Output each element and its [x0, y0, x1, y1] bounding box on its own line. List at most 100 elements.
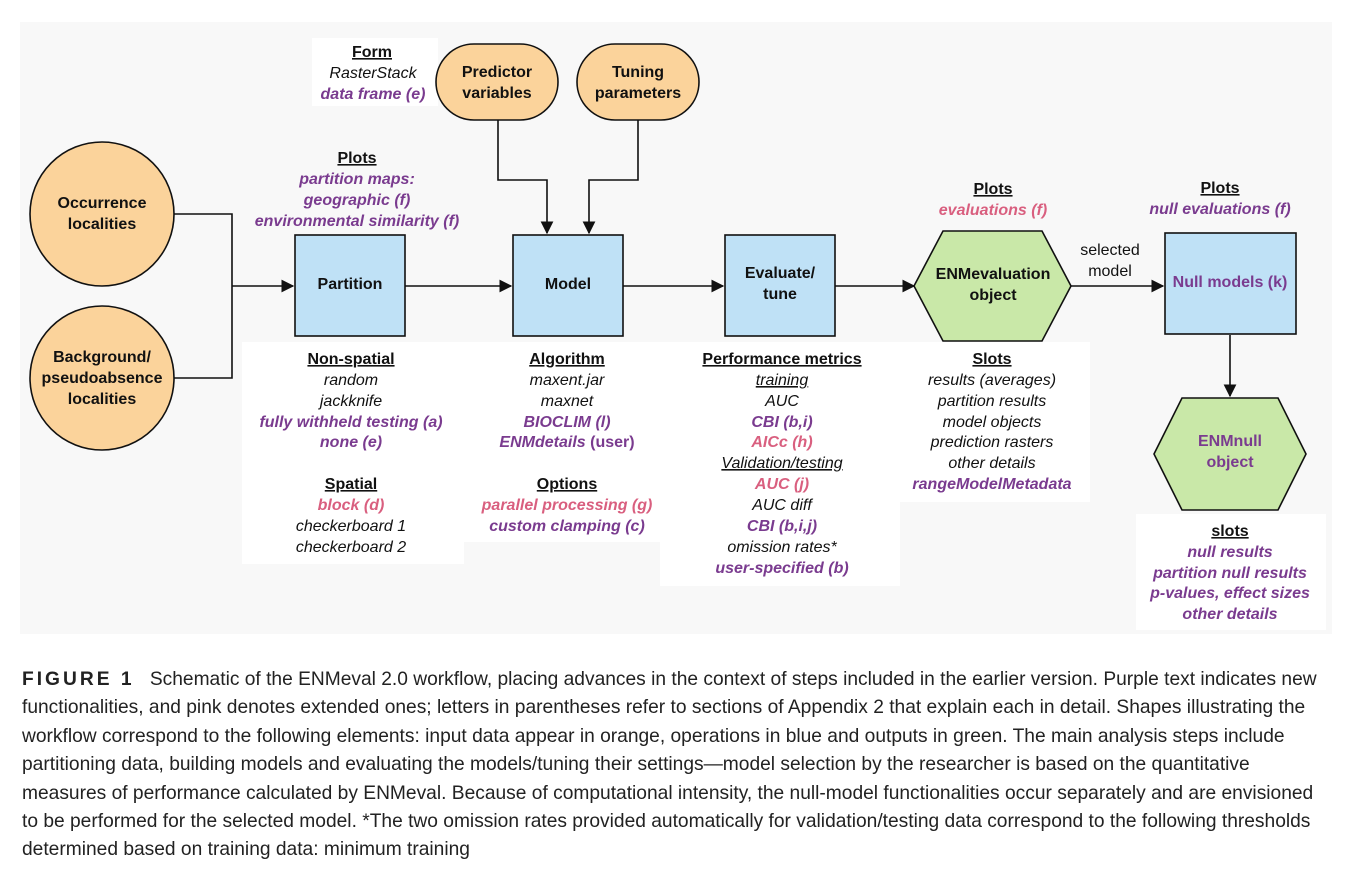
enmevaluation-label-line-2: object: [969, 287, 1017, 304]
validation-line-3: CBI (b,i,j): [747, 518, 817, 535]
slots-line-2: partition results: [937, 393, 1047, 410]
edge-tuning-model: [582, 120, 639, 235]
nonspatial-line-2: jackknife: [318, 393, 382, 410]
metrics-notes-bg: [660, 342, 900, 586]
partition-label: Partition: [318, 276, 383, 293]
null-plots-title: Plots: [1200, 180, 1239, 197]
validation-line-5: user-specified (b): [715, 560, 848, 577]
tuning-parameters-node: Tuning parameters: [576, 43, 700, 121]
slots-line-4: prediction rasters: [930, 434, 1054, 451]
evaluation-plots-line: evaluations (f): [939, 202, 1047, 219]
occurrence-label-line-1: Occurrence: [58, 195, 147, 212]
partition-notes-bg: [242, 342, 464, 564]
spatial-line-3: checkerboard 2: [296, 539, 406, 556]
validation-title: Validation/testing: [721, 455, 842, 472]
spatial-line-1: block (d): [318, 497, 385, 514]
enmevaluation-label-line-1: ENMevaluation: [936, 266, 1051, 283]
nonspatial-line-4: none (e): [320, 434, 382, 451]
enmnull-label-line-2: object: [1206, 454, 1254, 471]
partition-plots-title: Plots: [337, 150, 376, 167]
null-slots-line-4: other details: [1182, 606, 1277, 623]
predictor-label-line-2: variables: [462, 85, 531, 102]
selected-model-label-line-1: selected: [1080, 242, 1140, 259]
enmnull-label-line-1: ENMnull: [1198, 433, 1262, 450]
nonspatial-title: Non-spatial: [307, 351, 394, 368]
background-localities-node: Background/ pseudoabsence localities: [29, 305, 175, 451]
model-notes-bg: [464, 342, 664, 542]
performance-metrics-annotation: Performance metrics training AUC CBI (b,…: [702, 351, 861, 577]
partition-plots-line-1: partition maps:: [298, 171, 415, 188]
enmdetails-text: ENMdetails: [499, 434, 585, 451]
algorithm-title: Algorithm: [529, 351, 605, 368]
training-line-3: AICc (h): [750, 434, 812, 451]
tuning-label-line-2: parameters: [595, 85, 681, 102]
enmevaluation-object-node: ENMevaluation object: [913, 230, 1072, 342]
caption-text: Schematic of the ENMeval 2.0 workflow, p…: [22, 669, 1317, 861]
model-label: Model: [545, 276, 591, 293]
edge-occurrence: [174, 213, 233, 286]
form-annotation: Form RasterStack data frame (e): [321, 44, 426, 103]
options-line-2: custom clamping (c): [489, 518, 645, 535]
enmnull-object-node: ENMnull object: [1153, 397, 1307, 511]
options-annotation: Options parallel processing (g) custom c…: [481, 476, 653, 535]
background-label-line-2: pseudoabsence: [42, 370, 163, 387]
figure-label: FIGURE 1: [22, 669, 135, 690]
workflow-diagram: Occurrence localities Background/ pseudo…: [29, 38, 1326, 630]
slots-title: Slots: [972, 351, 1011, 368]
options-title: Options: [537, 476, 598, 493]
tuning-label-line-1: Tuning: [612, 64, 664, 81]
model-node: Model: [512, 234, 624, 337]
null-slots-line-2: partition null results: [1152, 565, 1307, 582]
null-slots-title: slots: [1211, 523, 1248, 540]
evaluate-tune-node: Evaluate/ tune: [724, 234, 836, 337]
null-plots-annotation: Plots null evaluations (f): [1149, 180, 1290, 218]
form-box-bg: [312, 38, 438, 106]
nonspatial-line-3: fully withheld testing (a): [259, 414, 442, 431]
validation-line-4: omission rates*: [727, 539, 837, 556]
spatial-title: Spatial: [325, 476, 377, 493]
algorithm-line-2: maxnet: [541, 393, 594, 410]
evaluate-label-line-1: Evaluate/: [745, 265, 816, 282]
form-line-2: data frame (e): [321, 86, 426, 103]
partition-plots-line-2: geographic (f): [303, 192, 411, 209]
occurrence-localities-node: Occurrence localities: [29, 141, 175, 287]
figure-caption: FIGURE 1 Schematic of the ENMeval 2.0 wo…: [22, 666, 1334, 865]
null-slots-bg: [1136, 514, 1326, 630]
background-label-line-1: Background/: [53, 349, 151, 366]
nonspatial-line-1: random: [324, 372, 378, 389]
nonspatial-annotation: Non-spatial random jackknife fully withh…: [259, 351, 442, 451]
null-slots-line-1: null results: [1187, 544, 1272, 561]
null-models-node: Null models (k): [1164, 232, 1297, 335]
algorithm-line-3: BIOCLIM (l): [523, 414, 610, 431]
form-line-1: RasterStack: [329, 65, 417, 82]
performance-title: Performance metrics: [702, 351, 861, 368]
slots-annotation: Slots results (averages) partition resul…: [912, 351, 1071, 493]
training-line-2: CBI (b,i): [751, 414, 812, 431]
algorithm-annotation: Algorithm maxent.jar maxnet BIOCLIM (l) …: [499, 351, 634, 451]
evaluate-label-line-2: tune: [763, 286, 797, 303]
spatial-annotation: Spatial block (d) checkerboard 1 checker…: [296, 476, 406, 556]
spatial-line-2: checkerboard 1: [296, 518, 406, 535]
evaluation-plots-annotation: Plots evaluations (f): [939, 181, 1047, 219]
slots-line-5: other details: [948, 455, 1035, 472]
slots-line-1: results (averages): [928, 372, 1056, 389]
null-slots-line-3: p-values, effect sizes: [1149, 585, 1310, 602]
algorithm-line-1: maxent.jar: [530, 372, 605, 389]
slots-line-6: rangeModelMetadata: [912, 476, 1071, 493]
slots-notes-bg: [900, 342, 1090, 502]
background-label-line-3: localities: [68, 391, 137, 408]
null-models-label: Null models (k): [1173, 274, 1288, 291]
form-title: Form: [352, 44, 392, 61]
edge-predictor-model: [497, 120, 554, 235]
occurrence-label-line-2: localities: [68, 216, 137, 233]
training-line-1: AUC: [764, 393, 799, 410]
partition-plots-line-3: environmental similarity (f): [255, 213, 460, 230]
null-plots-line: null evaluations (f): [1149, 201, 1290, 218]
edge-background: [174, 286, 233, 379]
validation-line-1: AUC (j): [754, 476, 809, 493]
slots-line-3: model objects: [943, 414, 1042, 431]
null-slots-annotation: slots null results partition null result…: [1149, 523, 1310, 623]
options-line-1: parallel processing (g): [481, 497, 653, 514]
validation-line-2: AUC diff: [751, 497, 813, 514]
partition-plots-annotation: Plots partition maps: geographic (f) env…: [255, 150, 460, 230]
